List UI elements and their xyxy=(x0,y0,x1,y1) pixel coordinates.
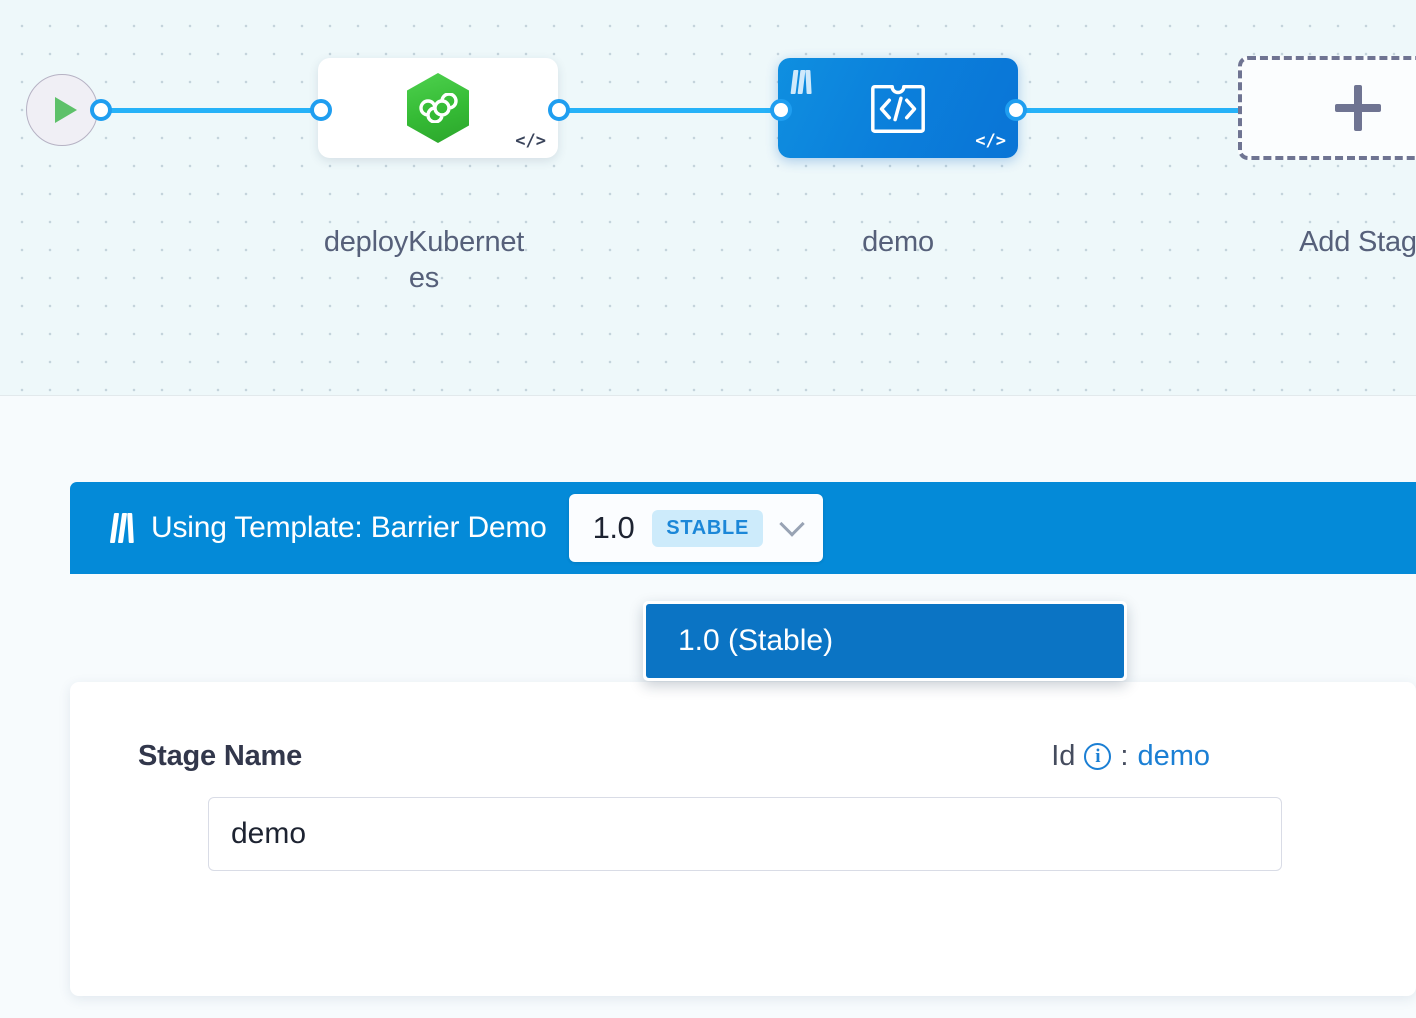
template-library-icon xyxy=(109,513,135,543)
add-stage-label: Add Stag xyxy=(1299,226,1416,258)
template-version-selector[interactable]: 1.0 STABLE xyxy=(568,494,823,562)
stage-config-card: Stage Name Id i : demo xyxy=(70,682,1416,996)
connector-start-to-deploy xyxy=(100,108,330,113)
stage-label-line-2: es xyxy=(408,262,440,295)
stage-label-line-1: deployKubernet xyxy=(323,226,525,258)
chevron-down-icon[interactable] xyxy=(779,511,805,537)
using-template-label: Using Template: Barrier Demo xyxy=(151,511,547,544)
port-deploy-in[interactable] xyxy=(310,99,332,121)
port-start-out[interactable] xyxy=(90,99,112,121)
port-deploy-out[interactable] xyxy=(548,99,570,121)
stage-node-label-demo: demo xyxy=(862,226,934,258)
stage-id-separator: : xyxy=(1120,740,1129,772)
pipeline-start-node[interactable] xyxy=(26,74,98,146)
stage-node-demo[interactable]: </> xyxy=(778,58,1018,158)
template-version-badge: STABLE xyxy=(652,509,763,547)
stage-id-label: Id xyxy=(1051,740,1076,772)
port-demo-in[interactable] xyxy=(770,99,792,121)
play-triangle-icon xyxy=(55,97,77,123)
code-badge-icon: </> xyxy=(975,131,1006,151)
connector-demo-to-add xyxy=(1005,108,1255,113)
stage-name-row: Stage Name Id i : demo xyxy=(138,740,1210,773)
stage-name-label: Stage Name xyxy=(138,740,303,772)
using-template-banner: Using Template: Barrier Demo 1.0 STABLE xyxy=(70,482,1416,574)
pipeline-canvas[interactable]: </> deployKubernet es </> demo Add Stag xyxy=(0,0,1416,396)
info-circle-icon[interactable]: i xyxy=(1084,743,1112,770)
stage-name-input[interactable] xyxy=(208,797,1282,871)
stage-id-group: Id i : demo xyxy=(1051,740,1210,773)
template-library-icon xyxy=(790,70,812,94)
code-badge-icon: </> xyxy=(515,131,546,151)
stage-node-deploy-kubernetes[interactable]: </> xyxy=(318,58,558,158)
template-version-value: 1.0 xyxy=(592,510,635,545)
stage-node-label-deploy-kubernetes: deployKubernet es xyxy=(278,224,570,297)
plus-icon xyxy=(1335,85,1381,131)
template-puzzle-code-icon xyxy=(871,84,925,133)
stage-id-value: demo xyxy=(1137,740,1210,772)
kubernetes-hexagon-icon xyxy=(407,73,469,143)
port-demo-out[interactable] xyxy=(1005,99,1027,121)
version-option-1-0-stable[interactable]: 1.0 (Stable) xyxy=(646,604,1124,678)
connector-deploy-to-demo xyxy=(552,108,792,113)
add-stage-button[interactable] xyxy=(1238,56,1416,160)
template-version-dropdown[interactable]: 1.0 (Stable) xyxy=(643,601,1127,681)
stage-detail-panel: Using Template: Barrier Demo 1.0 STABLE … xyxy=(0,396,1416,1018)
